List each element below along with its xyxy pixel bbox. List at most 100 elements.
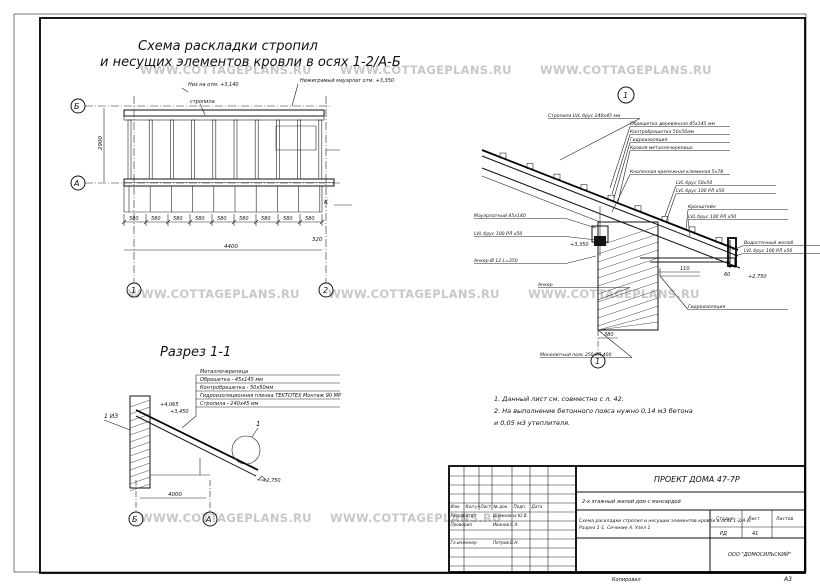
rafter bbox=[170, 119, 174, 180]
callout-number: 1 bbox=[256, 420, 260, 428]
copied: Копировал bbox=[612, 577, 641, 583]
sheet-name: Схема раскладки стропил и несущих элемен… bbox=[579, 518, 752, 524]
axis-label: Б bbox=[132, 515, 138, 524]
label-leader bbox=[665, 193, 677, 223]
hatch-line bbox=[129, 427, 151, 436]
label-leader bbox=[685, 209, 689, 231]
batten bbox=[661, 216, 669, 222]
note: 2. На выполнение бетонного пояса нужно 0… bbox=[494, 407, 693, 415]
column-header: Изм. bbox=[451, 504, 461, 509]
batten bbox=[526, 163, 534, 169]
label-leader bbox=[664, 185, 677, 217]
note: 1. Данный лист см. совместно с л. 42. bbox=[494, 395, 624, 403]
project-name: ПРОЕКТ ДОМА 47-7Р bbox=[654, 475, 740, 484]
stage-header: Стадия bbox=[716, 516, 734, 522]
hatch-line bbox=[597, 249, 659, 271]
format: А3 bbox=[783, 576, 792, 583]
label-leader bbox=[597, 329, 633, 358]
elevation: +2,750 bbox=[748, 274, 767, 280]
note: и 0,05 м3 утеплителя. bbox=[494, 419, 570, 427]
section-title: Разрез 1-1 bbox=[160, 345, 231, 360]
batten bbox=[580, 184, 588, 190]
node-1-detail: 1 1 380 110 +3,350 +2,750 60 Стропила LV… bbox=[473, 86, 820, 369]
axis-label: 1 bbox=[131, 286, 136, 295]
dimension-spacing: 580 bbox=[283, 216, 293, 222]
node-label: Водосточный желоб bbox=[744, 240, 793, 246]
inner-frame bbox=[39, 17, 806, 574]
label-leader bbox=[733, 253, 745, 257]
watermark: WWW.COTTAGEPLANS.RU bbox=[340, 63, 512, 77]
dimension: 380 bbox=[604, 332, 614, 338]
wall bbox=[129, 395, 151, 489]
axis-bubble-1 bbox=[126, 282, 142, 298]
axis-label: 2 bbox=[323, 286, 328, 295]
layer-label: Металлочерепица bbox=[200, 369, 248, 375]
role: Проверил bbox=[451, 522, 473, 527]
person-name: Шумилина Ю.В. bbox=[493, 513, 528, 518]
axis-label: А bbox=[73, 179, 79, 188]
plan-label: Низ на отм. +3,140 bbox=[188, 82, 239, 88]
node-label: Гидроизоляция bbox=[688, 304, 725, 310]
dimension: 110 bbox=[680, 266, 690, 272]
layer-label: Контробрешетка - 50х50мм bbox=[200, 385, 273, 391]
mark: К bbox=[324, 199, 329, 206]
role: Разработал bbox=[451, 513, 477, 518]
axis-label: Б bbox=[74, 102, 80, 111]
node-label: Анкер bbox=[537, 282, 553, 288]
watermark: WWW.COTTAGEPLANS.RU bbox=[328, 287, 500, 301]
layer-leader bbox=[181, 415, 197, 429]
watermark: WWW.COTTAGEPLANS.RU bbox=[140, 63, 312, 77]
hatch-line bbox=[129, 448, 151, 457]
batten bbox=[553, 173, 561, 180]
layer-label: Обрешетка - 45х145 мм bbox=[200, 377, 263, 383]
rafters bbox=[127, 119, 323, 212]
plan-title: Схема раскладки стропил bbox=[138, 39, 318, 54]
dimension-spacing: 580 bbox=[217, 216, 227, 222]
node-label: Стропила LVL брус 240х45 мм bbox=[548, 113, 621, 119]
rafter bbox=[233, 119, 238, 180]
dimension: 320 bbox=[312, 237, 323, 243]
label-leader bbox=[565, 218, 597, 229]
batten bbox=[715, 237, 723, 243]
hatch-line bbox=[129, 476, 151, 485]
hatch-line bbox=[129, 483, 151, 492]
node-label: Анкер Ø 12 L=350 bbox=[473, 257, 518, 264]
node-label: Мауэрлатный 45х140 bbox=[474, 213, 526, 219]
elevation: +3,450 bbox=[170, 409, 189, 415]
plan-subtitle: и несущих элементов кровли в осях 1-2/А-… bbox=[100, 55, 401, 70]
company: ООО "ДОМОСИЛЬСКИЙ" bbox=[728, 551, 791, 558]
plan-label: стропила bbox=[190, 99, 215, 105]
column-header: Кол.уч. bbox=[466, 504, 482, 509]
node-label: LVL брус 50х50 bbox=[676, 180, 712, 186]
elevation: +4,065 bbox=[160, 402, 179, 408]
rafter bbox=[212, 119, 217, 180]
layer-label: Стропила - 240х45 мм bbox=[200, 401, 259, 407]
rafter-plan: Схема раскладки стропил и несущих элемен… bbox=[70, 39, 401, 298]
hatch-line bbox=[597, 281, 659, 303]
label-leader bbox=[731, 245, 745, 251]
concrete-belt bbox=[597, 221, 659, 331]
axis-label: 1 bbox=[595, 357, 600, 366]
label-leader bbox=[687, 219, 691, 237]
hatch-line bbox=[597, 297, 659, 319]
sheet-name: Разрез 1-1. Сечение А. Узел 1 bbox=[579, 525, 650, 531]
dimension-spacing: 580 bbox=[261, 216, 271, 222]
column-header: № док. bbox=[493, 504, 509, 509]
building-name: 2-х этажный жилой дом с мансардой bbox=[582, 499, 681, 505]
label-leader bbox=[611, 134, 631, 195]
outer-frame bbox=[13, 13, 807, 573]
rafter bbox=[148, 119, 153, 180]
notes: 1. Данный лист см. совместно с л. 42. 2.… bbox=[494, 395, 693, 427]
rafter bbox=[318, 119, 323, 180]
axis-bubble-2 bbox=[318, 282, 334, 298]
roof-battens bbox=[499, 152, 723, 243]
node-label: LVL брус 100 РЛ х50 bbox=[744, 248, 792, 254]
node-label: Монолитный пояс 250 РЛ 400 bbox=[540, 352, 612, 358]
dimension: 60 bbox=[724, 272, 730, 278]
hatch-line bbox=[129, 399, 151, 408]
person-name: Иванов С.А. bbox=[493, 522, 519, 527]
